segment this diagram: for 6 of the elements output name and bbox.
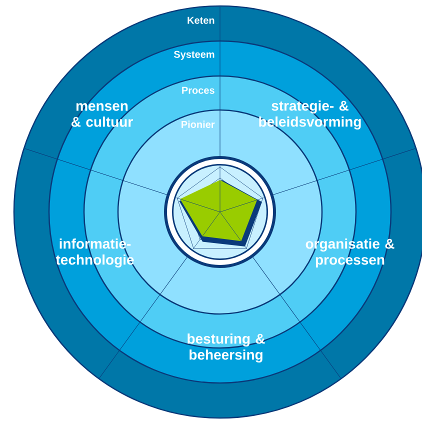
- ring-label: Proces: [182, 86, 214, 94]
- ring-label: Systeem: [174, 50, 214, 60]
- sector-label: besturing & beheersing: [188, 333, 265, 363]
- sector-label: mensen & cultuur: [72, 103, 133, 127]
- ring-label: Pionier: [182, 120, 215, 128]
- ring-label: Keten: [188, 16, 214, 24]
